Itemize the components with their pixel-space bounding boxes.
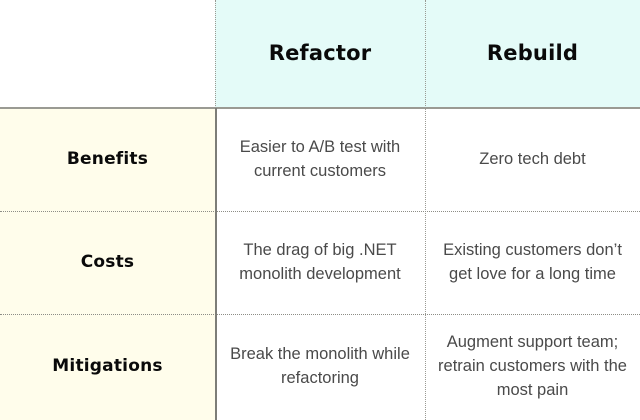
cell-benefits-rebuild: Zero tech debt (425, 108, 640, 211)
cell-mitigations-rebuild: Augment support team; retrain customers … (425, 314, 640, 420)
row-header-label: Mitigations (52, 356, 163, 377)
cell-text: Zero tech debt (479, 149, 586, 168)
cell-text: Break the monolith while refactoring (230, 345, 410, 387)
row-header-costs: Costs (0, 211, 215, 314)
column-header-label: Refactor (268, 41, 372, 66)
table-corner-cell (0, 0, 215, 108)
cell-text: The drag of big .NET monolith developmen… (239, 240, 401, 283)
cell-text: Augment support team; retrain customers … (438, 333, 627, 399)
column-header-rebuild: Rebuild (425, 0, 640, 108)
cell-costs-refactor: The drag of big .NET monolith developmen… (215, 211, 425, 314)
row-header-mitigations: Mitigations (0, 314, 215, 420)
cell-costs-rebuild: Existing customers don’t get love for a … (425, 211, 640, 314)
cell-text: Easier to A/B test with current customer… (239, 137, 401, 180)
cell-benefits-refactor: Easier to A/B test with current customer… (215, 108, 425, 211)
column-header-refactor: Refactor (215, 0, 425, 108)
row-header-label: Costs (80, 251, 135, 272)
row-header-label: Benefits (66, 148, 149, 169)
column-header-label: Rebuild (486, 41, 579, 66)
cell-text: Existing customers don’t get love for a … (443, 240, 622, 283)
cell-mitigations-refactor: Break the monolith while refactoring (215, 314, 425, 420)
row-header-benefits: Benefits (0, 108, 215, 211)
